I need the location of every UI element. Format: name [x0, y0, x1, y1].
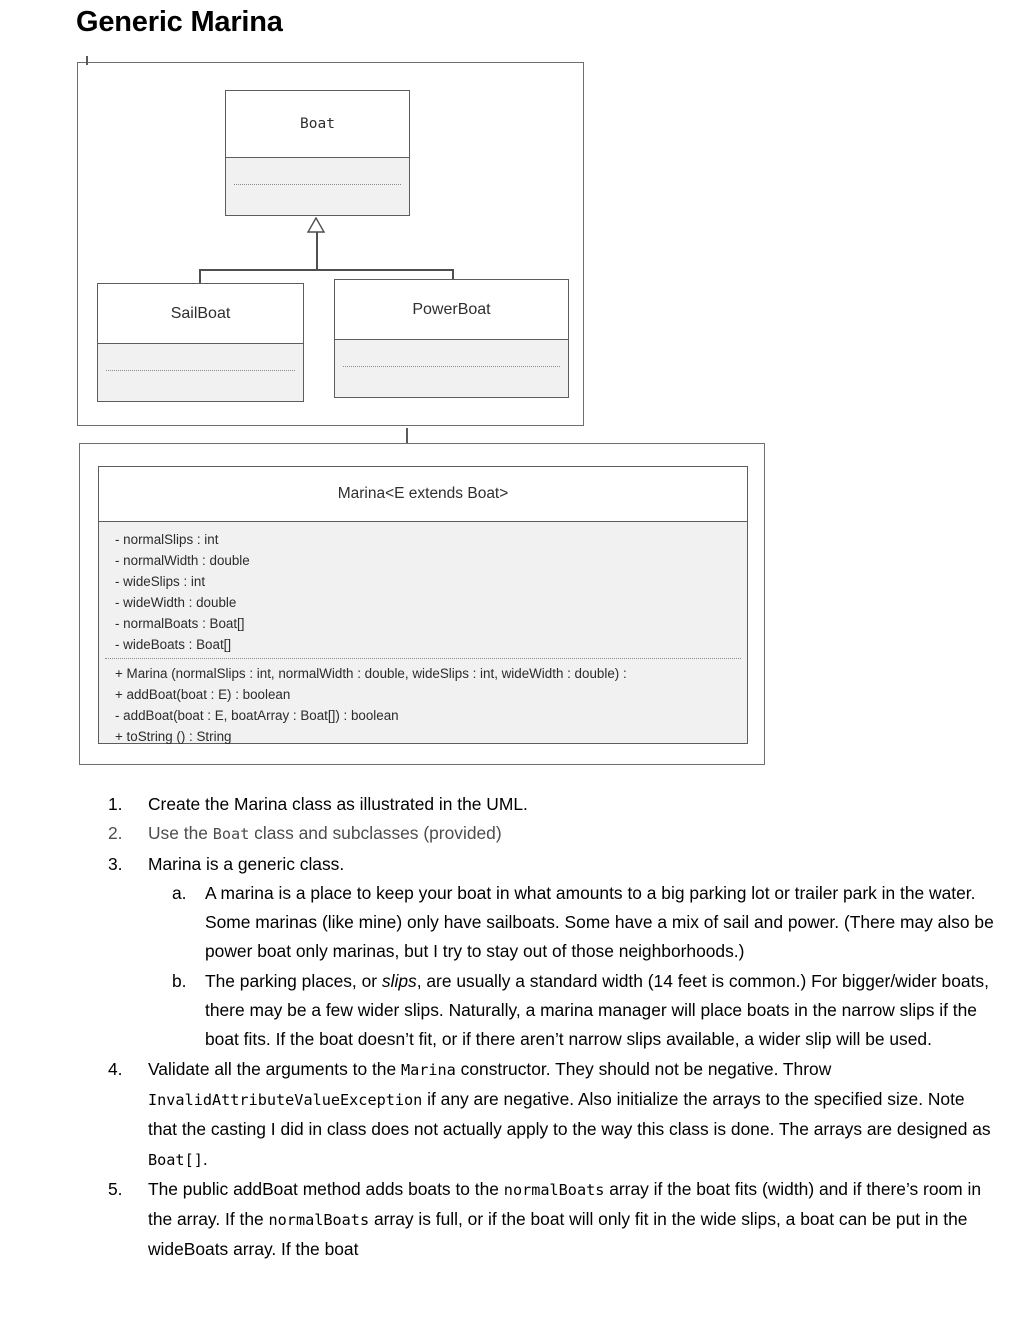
- code-token: Marina: [400, 1060, 456, 1079]
- list-item: b. The parking places, or slips, are usu…: [172, 967, 998, 1055]
- marina-method: - addBoat(boat : E, boatArray : Boat[]) …: [115, 708, 399, 723]
- list-marker: 3.: [108, 853, 123, 874]
- uml-class-sailboat-name: SailBoat: [98, 284, 303, 343]
- marina-attribute: - wideSlips : int: [115, 574, 206, 589]
- list-marker: 4.: [108, 1058, 123, 1079]
- code-token: Boat: [212, 825, 250, 844]
- list-text: Use the Boat class and subclasses (provi…: [148, 819, 998, 849]
- code-token: InvalidAttributeValueException: [148, 1090, 423, 1109]
- uml-class-powerboat-members: [335, 339, 568, 397]
- text-fragment: if any are negative. Also initialize the…: [148, 1088, 991, 1140]
- uml-class-sailboat-members: [98, 343, 303, 401]
- marina-method: + Marina (normalSlips : int, normalWidth…: [115, 666, 627, 681]
- list-item: a. A marina is a place to keep your boat…: [172, 879, 998, 967]
- uml-class-marina-members: - normalSlips : int - normalWidth : doub…: [99, 521, 747, 744]
- uml-class-boat-name: Boat: [226, 91, 409, 157]
- list-marker: 1.: [108, 794, 123, 814]
- frame-connector-tick-middle: [406, 428, 408, 444]
- text-fragment: array is full, or if the boat will only …: [148, 1209, 968, 1260]
- list-text: The parking places, or slips, are usuall…: [205, 967, 998, 1055]
- generalization-drop-sailboat: [199, 269, 201, 285]
- emphasis-text: slips: [381, 970, 417, 991]
- generalization-drop-powerboat: [452, 269, 454, 281]
- marina-method: + addBoat(boat : E) : boolean: [115, 687, 291, 702]
- compartment-divider: [343, 366, 560, 367]
- code-token: normalBoats: [268, 1211, 370, 1230]
- marina-attribute: - normalSlips : int: [115, 532, 219, 547]
- text-fragment: , are usually a standard width (14 feet …: [205, 970, 989, 1050]
- text-fragment: .: [202, 1148, 208, 1169]
- text-fragment: Validate all the arguments to the: [148, 1058, 401, 1079]
- text-fragment: class and subclasses (provided): [249, 823, 502, 844]
- uml-class-powerboat-name: PowerBoat: [335, 280, 568, 339]
- list-item: 5. The public addBoat method adds boats …: [108, 1175, 998, 1265]
- text-fragment: constructor. They should not be negative…: [455, 1058, 832, 1079]
- list-text: A marina is a place to keep your boat in…: [205, 882, 994, 962]
- list-marker: a.: [172, 882, 187, 903]
- list-marker: 2.: [108, 823, 123, 844]
- list-item: 2. Use the Boat class and subclasses (pr…: [108, 819, 998, 849]
- list-item: 3. Marina is a generic class.: [108, 850, 998, 879]
- uml-class-marina: Marina<E extends Boat> - normalSlips : i…: [98, 466, 748, 744]
- marina-attribute: - normalWidth : double: [115, 553, 250, 568]
- text-fragment: The public addBoat method adds boats to …: [148, 1178, 504, 1199]
- list-item: 1. Create the Marina class as illustrate…: [108, 790, 998, 819]
- list-marker: b.: [172, 970, 187, 991]
- marina-attribute: - wideBoats : Boat[]: [115, 637, 232, 652]
- instruction-list: 1. Create the Marina class as illustrate…: [108, 790, 998, 1265]
- uml-class-boat: Boat: [225, 90, 410, 216]
- uml-class-boat-members: [226, 157, 409, 215]
- list-text: Create the Marina class as illustrated i…: [148, 794, 528, 814]
- marina-attribute: - wideWidth : double: [115, 595, 237, 610]
- code-token: Boat[]: [148, 1150, 203, 1169]
- marina-attribute: - normalBoats : Boat[]: [115, 616, 245, 631]
- uml-class-powerboat: PowerBoat: [334, 279, 569, 398]
- list-text: Validate all the arguments to the Marina…: [148, 1055, 998, 1175]
- compartment-divider: [106, 370, 295, 371]
- generalization-stem: [316, 232, 318, 270]
- list-text: The public addBoat method adds boats to …: [148, 1175, 998, 1265]
- frame-connector-tick-top: [86, 56, 88, 65]
- marina-method: + toString () : String: [115, 729, 232, 744]
- code-token: normalBoats: [503, 1180, 605, 1199]
- text-fragment: array if the boat fits (width) and if th…: [148, 1178, 982, 1230]
- text-fragment: The parking places, or: [205, 970, 382, 991]
- list-text: Marina is a generic class.: [148, 853, 345, 874]
- list-item: 4. Validate all the arguments to the Mar…: [108, 1055, 998, 1175]
- uml-class-sailboat: SailBoat: [97, 283, 304, 402]
- uml-class-marina-name: Marina<E extends Boat>: [99, 467, 747, 521]
- generalization-arrow-icon: [307, 217, 325, 233]
- list-marker: 5.: [108, 1178, 123, 1199]
- attribute-method-divider: [105, 658, 741, 659]
- generalization-crossbar: [199, 269, 453, 271]
- page-title: Generic Marina: [76, 6, 283, 38]
- compartment-divider: [234, 184, 401, 185]
- text-fragment: Use the: [148, 823, 213, 844]
